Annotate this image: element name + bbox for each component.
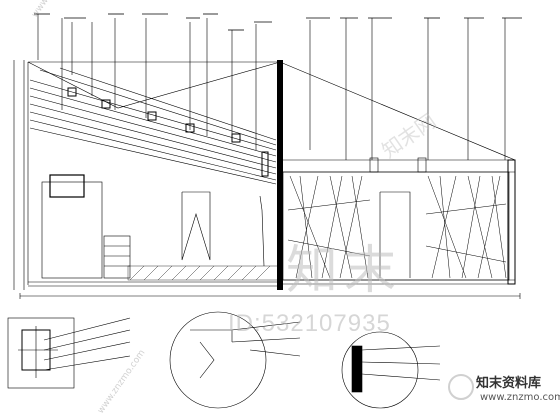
stick-panel-right — [425, 175, 507, 279]
beam-joints — [67, 87, 269, 177]
interior-doorway — [181, 191, 211, 261]
label-marks — [34, 13, 522, 31]
detail-3 — [341, 331, 441, 409]
brand-watermark: 知末 — [286, 241, 403, 301]
stick-panel-left — [287, 175, 371, 279]
floor-hatch — [127, 265, 279, 281]
right-panel-frame — [282, 157, 516, 285]
roof-slope — [27, 61, 516, 285]
brand-name: 知末资料库 — [476, 376, 542, 391]
panel-door — [380, 191, 411, 278]
detail-1 — [7, 317, 131, 389]
brand-url: www.znzmo.com — [480, 392, 560, 403]
detail-2 — [169, 311, 301, 409]
top-leader-lines — [37, 14, 506, 160]
brand-badge: 知末资料库 www.znzmo.com — [440, 364, 560, 420]
id-watermark: ID:532107935 — [228, 310, 391, 337]
brand-logo-icon — [448, 374, 474, 400]
central-column — [277, 60, 283, 290]
left-wall — [28, 174, 282, 287]
beam-lines — [29, 67, 277, 185]
